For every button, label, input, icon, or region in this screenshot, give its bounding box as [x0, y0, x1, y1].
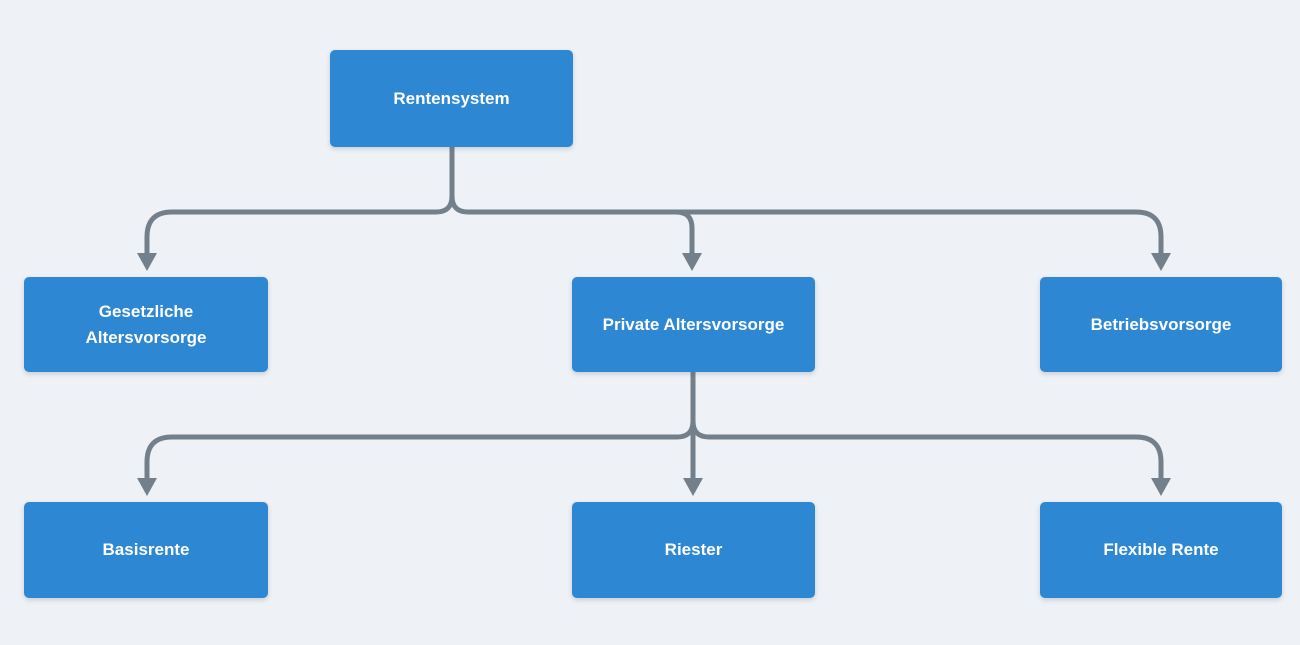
- arrowhead-private: [682, 253, 702, 271]
- node-betriebsvorsorge: Betriebsvorsorge: [1040, 277, 1282, 372]
- edge-private-to-flexible: [690, 372, 1164, 479]
- arrowhead-basisrente: [137, 478, 157, 496]
- node-betrieb-label: Betriebsvorsorge: [1090, 314, 1232, 334]
- node-basisrente: Basisrente: [24, 502, 268, 598]
- node-basisrente-label: Basisrente: [102, 540, 190, 559]
- arrowhead-gesetzliche: [137, 253, 157, 271]
- edge-rentensystem-to-gesetzliche: [144, 147, 455, 254]
- node-riester-label: Riester: [664, 540, 723, 559]
- edge-rentensystem-to-private: [675, 209, 695, 254]
- edge-rentensystem-to-betriebsvorsorge: [449, 147, 1164, 254]
- node-flexible-label: Flexible Rente: [1103, 540, 1219, 559]
- node-gesetzliche-altersvorsorge: Gesetzliche Altersvorsorge: [24, 277, 268, 372]
- node-private-label: Private Altersvorsorge: [602, 314, 785, 334]
- node-riester: Riester: [572, 502, 815, 598]
- arrowhead-riester: [683, 478, 703, 496]
- edge-private-to-basisrente: [144, 372, 696, 479]
- node-flexible-rente: Flexible Rente: [1040, 502, 1282, 598]
- node-private-altersvorsorge: Private Altersvorsorge: [572, 277, 815, 372]
- node-gesetzliche-label: Gesetzliche Altersvorsorge: [85, 301, 207, 347]
- node-rentensystem-label: Rentensystem: [393, 88, 510, 108]
- arrowhead-flexible-rente: [1151, 478, 1171, 496]
- node-rentensystem: Rentensystem: [330, 50, 573, 147]
- arrowhead-betriebsvorsorge: [1151, 253, 1171, 271]
